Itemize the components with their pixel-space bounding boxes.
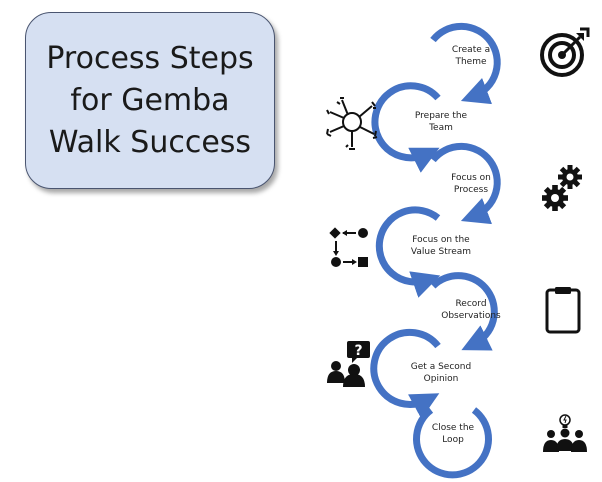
step-label-1: Create a Theme	[451, 45, 491, 67]
idea-group-icon	[543, 414, 587, 452]
question-people-icon: ?	[327, 341, 370, 387]
step-arc-3	[430, 142, 501, 225]
step-arc-6	[370, 328, 441, 419]
diagram-title: Process Steps for Gemba Walk Success	[46, 40, 254, 160]
step-label-6: Get a Second Opinion	[410, 362, 472, 384]
step-arc-7	[413, 407, 492, 479]
team-hands-icon	[326, 97, 378, 150]
step-arc-1	[430, 22, 501, 105]
step-arc-2	[371, 82, 441, 173]
step-label-2: Prepare the Team	[414, 111, 468, 133]
gears-icon	[542, 165, 582, 211]
flow-chart-icon	[329, 227, 368, 267]
title-box: Process Steps for Gemba Walk Success	[25, 12, 275, 189]
step-label-3: Focus on Process	[451, 173, 491, 195]
step-arc-4	[375, 206, 441, 298]
target-icon	[540, 27, 590, 77]
step-label-7: Close the Loop	[431, 423, 475, 445]
step-label-5: Record Observations	[441, 299, 501, 321]
clipboard-icon	[545, 287, 581, 334]
step-arc-5	[430, 272, 498, 351]
step-label-4: Focus on the Value Stream	[410, 235, 472, 257]
svg-text:?: ?	[354, 343, 362, 359]
